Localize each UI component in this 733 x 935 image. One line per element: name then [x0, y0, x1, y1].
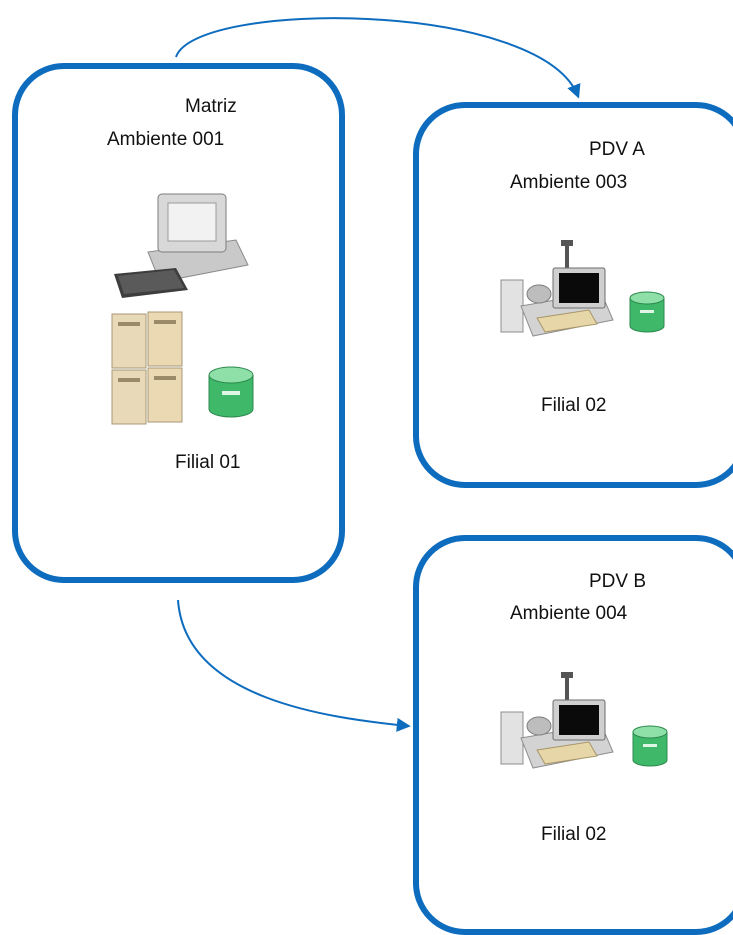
node-environment: Ambiente 003 [510, 172, 628, 193]
database-icon [629, 291, 665, 333]
database-icon [208, 366, 254, 418]
pos-terminal-icon [500, 240, 614, 337]
node-title: PDV A [589, 139, 645, 160]
node-branch: Filial 02 [541, 395, 607, 416]
node-environment: Ambiente 004 [510, 603, 628, 624]
node-branch: Filial 02 [541, 824, 607, 845]
arrow-matriz-to-pdv-b [177, 599, 411, 732]
node-branch: Filial 01 [175, 452, 241, 473]
database-icon [632, 725, 668, 767]
node-environment: Ambiente 001 [107, 129, 225, 150]
pos-terminal-icon [500, 672, 614, 769]
node-title: PDV B [589, 571, 647, 592]
arrow-matriz-to-pdv-a [175, 17, 581, 99]
desktop-computer-icon [114, 193, 249, 298]
node-title: Matriz [185, 96, 237, 117]
server-tower-icon [111, 311, 183, 425]
